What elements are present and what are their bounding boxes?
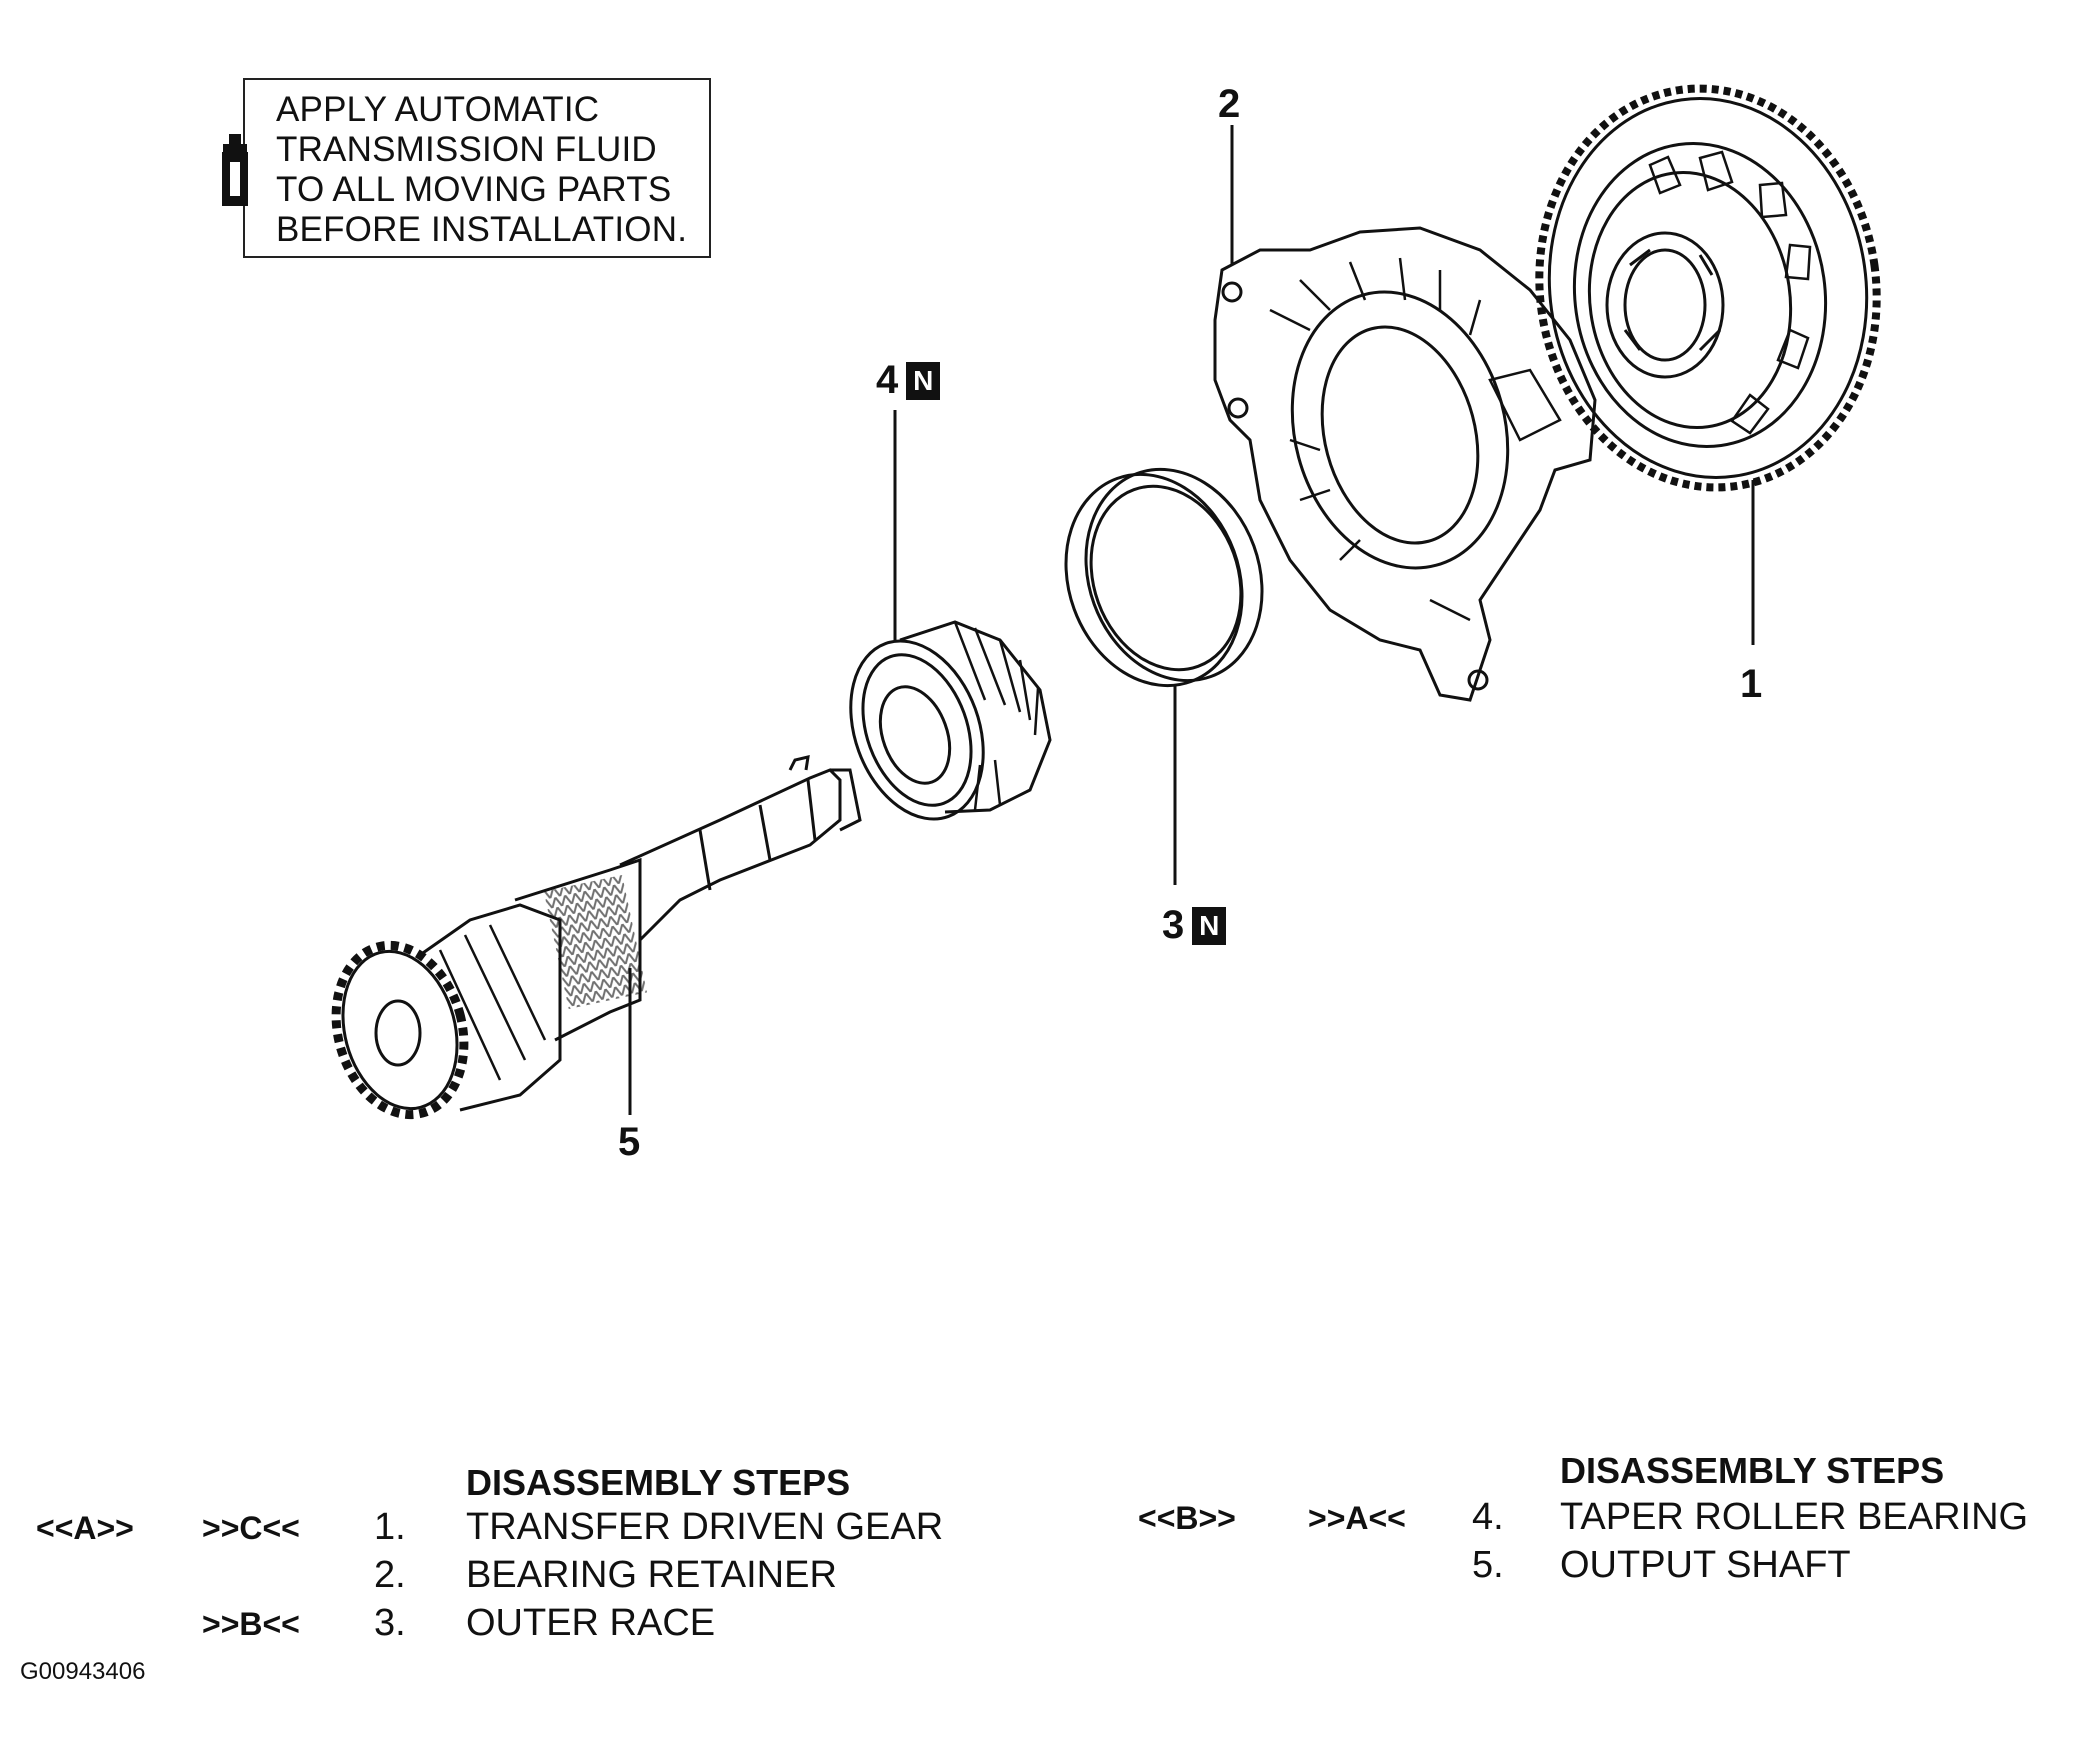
step-number: 5. (1472, 1544, 1504, 1586)
outer-race (1064, 467, 1264, 688)
note-text: APPLY AUTOMATIC TRANSMISSION FLUID TO AL… (276, 90, 687, 250)
step-name: OUTER RACE (466, 1602, 716, 1644)
ref-disassembly: <<B>> (1138, 1500, 1236, 1536)
steps-right-heading: DISASSEMBLY STEPS (1560, 1450, 1945, 1491)
note-line-3: TO ALL MOVING PARTS (276, 170, 672, 209)
step-number: 3. (374, 1602, 406, 1644)
step-number: 1. (374, 1506, 406, 1548)
callout-5-number: 5 (618, 1120, 641, 1164)
taper-roller-bearing (849, 620, 1052, 821)
note-line-4: BEFORE INSTALLATION. (276, 210, 688, 249)
callout-1-number: 1 (1740, 662, 1763, 706)
ref-disassembly: <<A>> (36, 1510, 134, 1546)
step-name: OUTPUT SHAFT (1560, 1544, 1851, 1586)
callout-4-number: 4 (876, 358, 899, 402)
note-line-2: TRANSMISSION FLUID (276, 130, 657, 169)
figure-id: G00943406 (20, 1658, 146, 1685)
step-number: 2. (374, 1554, 406, 1596)
step-name: BEARING RETAINER (466, 1554, 837, 1596)
steps-left-heading: DISASSEMBLY STEPS (466, 1462, 851, 1503)
step-name: TAPER ROLLER BEARING (1560, 1496, 2029, 1538)
transfer-driven-gear (1535, 84, 1881, 492)
output-shaft (331, 755, 862, 1120)
new-part-badge-4: N (906, 362, 941, 400)
ref-reassembly: >>B<< (202, 1606, 300, 1642)
new-part-badge-3: N (1192, 907, 1227, 945)
callout-2-number: 2 (1218, 82, 1241, 126)
ref-reassembly: >>A<< (1308, 1500, 1406, 1536)
callout-3-number: 3 (1162, 903, 1185, 947)
callout-2: 2 (1218, 84, 1240, 124)
step-name: TRANSFER DRIVEN GEAR (466, 1506, 944, 1548)
callout-1: 1 (1740, 664, 1762, 704)
bearing-retainer (1213, 226, 1597, 702)
note-line-1: APPLY AUTOMATIC (276, 90, 600, 129)
ref-reassembly: >>C<< (202, 1510, 300, 1546)
fluid-bottle-icon (222, 134, 248, 206)
callout-5: 5 (618, 1122, 640, 1162)
step-number: 4. (1472, 1496, 1504, 1538)
